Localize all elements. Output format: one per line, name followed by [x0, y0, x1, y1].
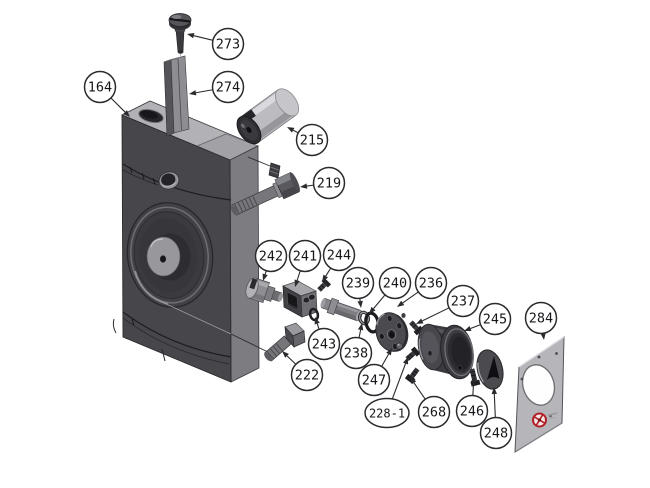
part-164-mount-body [112, 100, 260, 383]
callout-239: 239 [341, 266, 375, 308]
part-237-screw [409, 320, 424, 336]
assembly-line [247, 156, 271, 167]
callout-label: 236 [419, 275, 443, 291]
callout-268: 268 [410, 377, 451, 429]
callout-label: 222 [295, 367, 319, 383]
callout-label: 268 [422, 404, 446, 420]
callout-273: 273 [187, 27, 245, 61]
callout-248: 248 [479, 387, 513, 450]
callout-label: 242 [259, 248, 283, 264]
part-215-cylinder [236, 88, 300, 145]
callout-label: 219 [317, 175, 341, 191]
callout-label: 164 [88, 79, 112, 95]
callout-284: 284 [524, 301, 558, 340]
assembly-line [230, 333, 269, 353]
red-emblem [532, 412, 547, 428]
callout-label: 239 [346, 275, 370, 291]
callout-label: 238 [344, 345, 368, 361]
callout-label: 284 [529, 310, 553, 326]
part-243-oring [308, 307, 320, 322]
callout-246: 246 [455, 375, 489, 428]
callout-238: 238 [339, 323, 373, 370]
callout-label: 241 [293, 248, 317, 264]
callout-243: 243 [307, 317, 341, 361]
callout-label: 245 [483, 311, 507, 327]
callout-label: 273 [216, 36, 240, 52]
callout-164: 164 [83, 70, 130, 117]
callout-label: 215 [300, 132, 324, 148]
callout-label: 274 [216, 79, 240, 95]
front-oval-hole [158, 171, 180, 190]
callout-240: 240 [369, 266, 412, 314]
callout-label: 240 [383, 275, 407, 291]
callout-236: 236 [397, 266, 448, 307]
part-222-bolt [264, 322, 306, 362]
part-serrated-insert [268, 162, 281, 179]
callout-label: 244 [327, 247, 351, 263]
part-241-hub-block [282, 280, 318, 318]
callout-228-1: 228-1 [364, 357, 410, 429]
callout-242: 242 [254, 239, 288, 281]
callout-label: 237 [451, 293, 475, 309]
assembly-line [163, 302, 232, 335]
assembly-lines [163, 156, 271, 353]
part-274-slide-bar [163, 55, 190, 137]
part-248-cam-disc [476, 349, 504, 390]
part-247-ball [395, 342, 404, 350]
part-284-cover-plate [514, 336, 565, 453]
part-239-shaft [320, 297, 363, 322]
callout-215: 215 [287, 123, 329, 157]
callout-244: 244 [322, 238, 356, 282]
part-219-bolt [230, 172, 300, 216]
callout-237: 237 [416, 284, 480, 324]
part-236-flange-disc [375, 312, 409, 352]
callout-222: 222 [282, 351, 324, 392]
callout-245: 245 [464, 302, 512, 336]
callout-label: 228-1 [369, 406, 405, 420]
top-slot-hole [138, 108, 164, 124]
callout-247: 247 [357, 348, 392, 397]
part-245-drum [417, 323, 474, 380]
callout-274: 274 [189, 70, 245, 104]
part-242-spindle [245, 277, 284, 304]
callout-label: 247 [362, 372, 386, 388]
callout-label: 248 [484, 425, 508, 441]
callout-label: 243 [312, 336, 336, 352]
callout-label: 246 [460, 403, 484, 419]
callout-219: 219 [300, 166, 346, 200]
callouts: 164 273 274 215 219 242 241 244 239 240 236 237 245 2… [83, 27, 558, 450]
part-273-screw [168, 13, 192, 61]
body-center-boss [146, 233, 191, 281]
callout-241: 241 [288, 239, 322, 287]
